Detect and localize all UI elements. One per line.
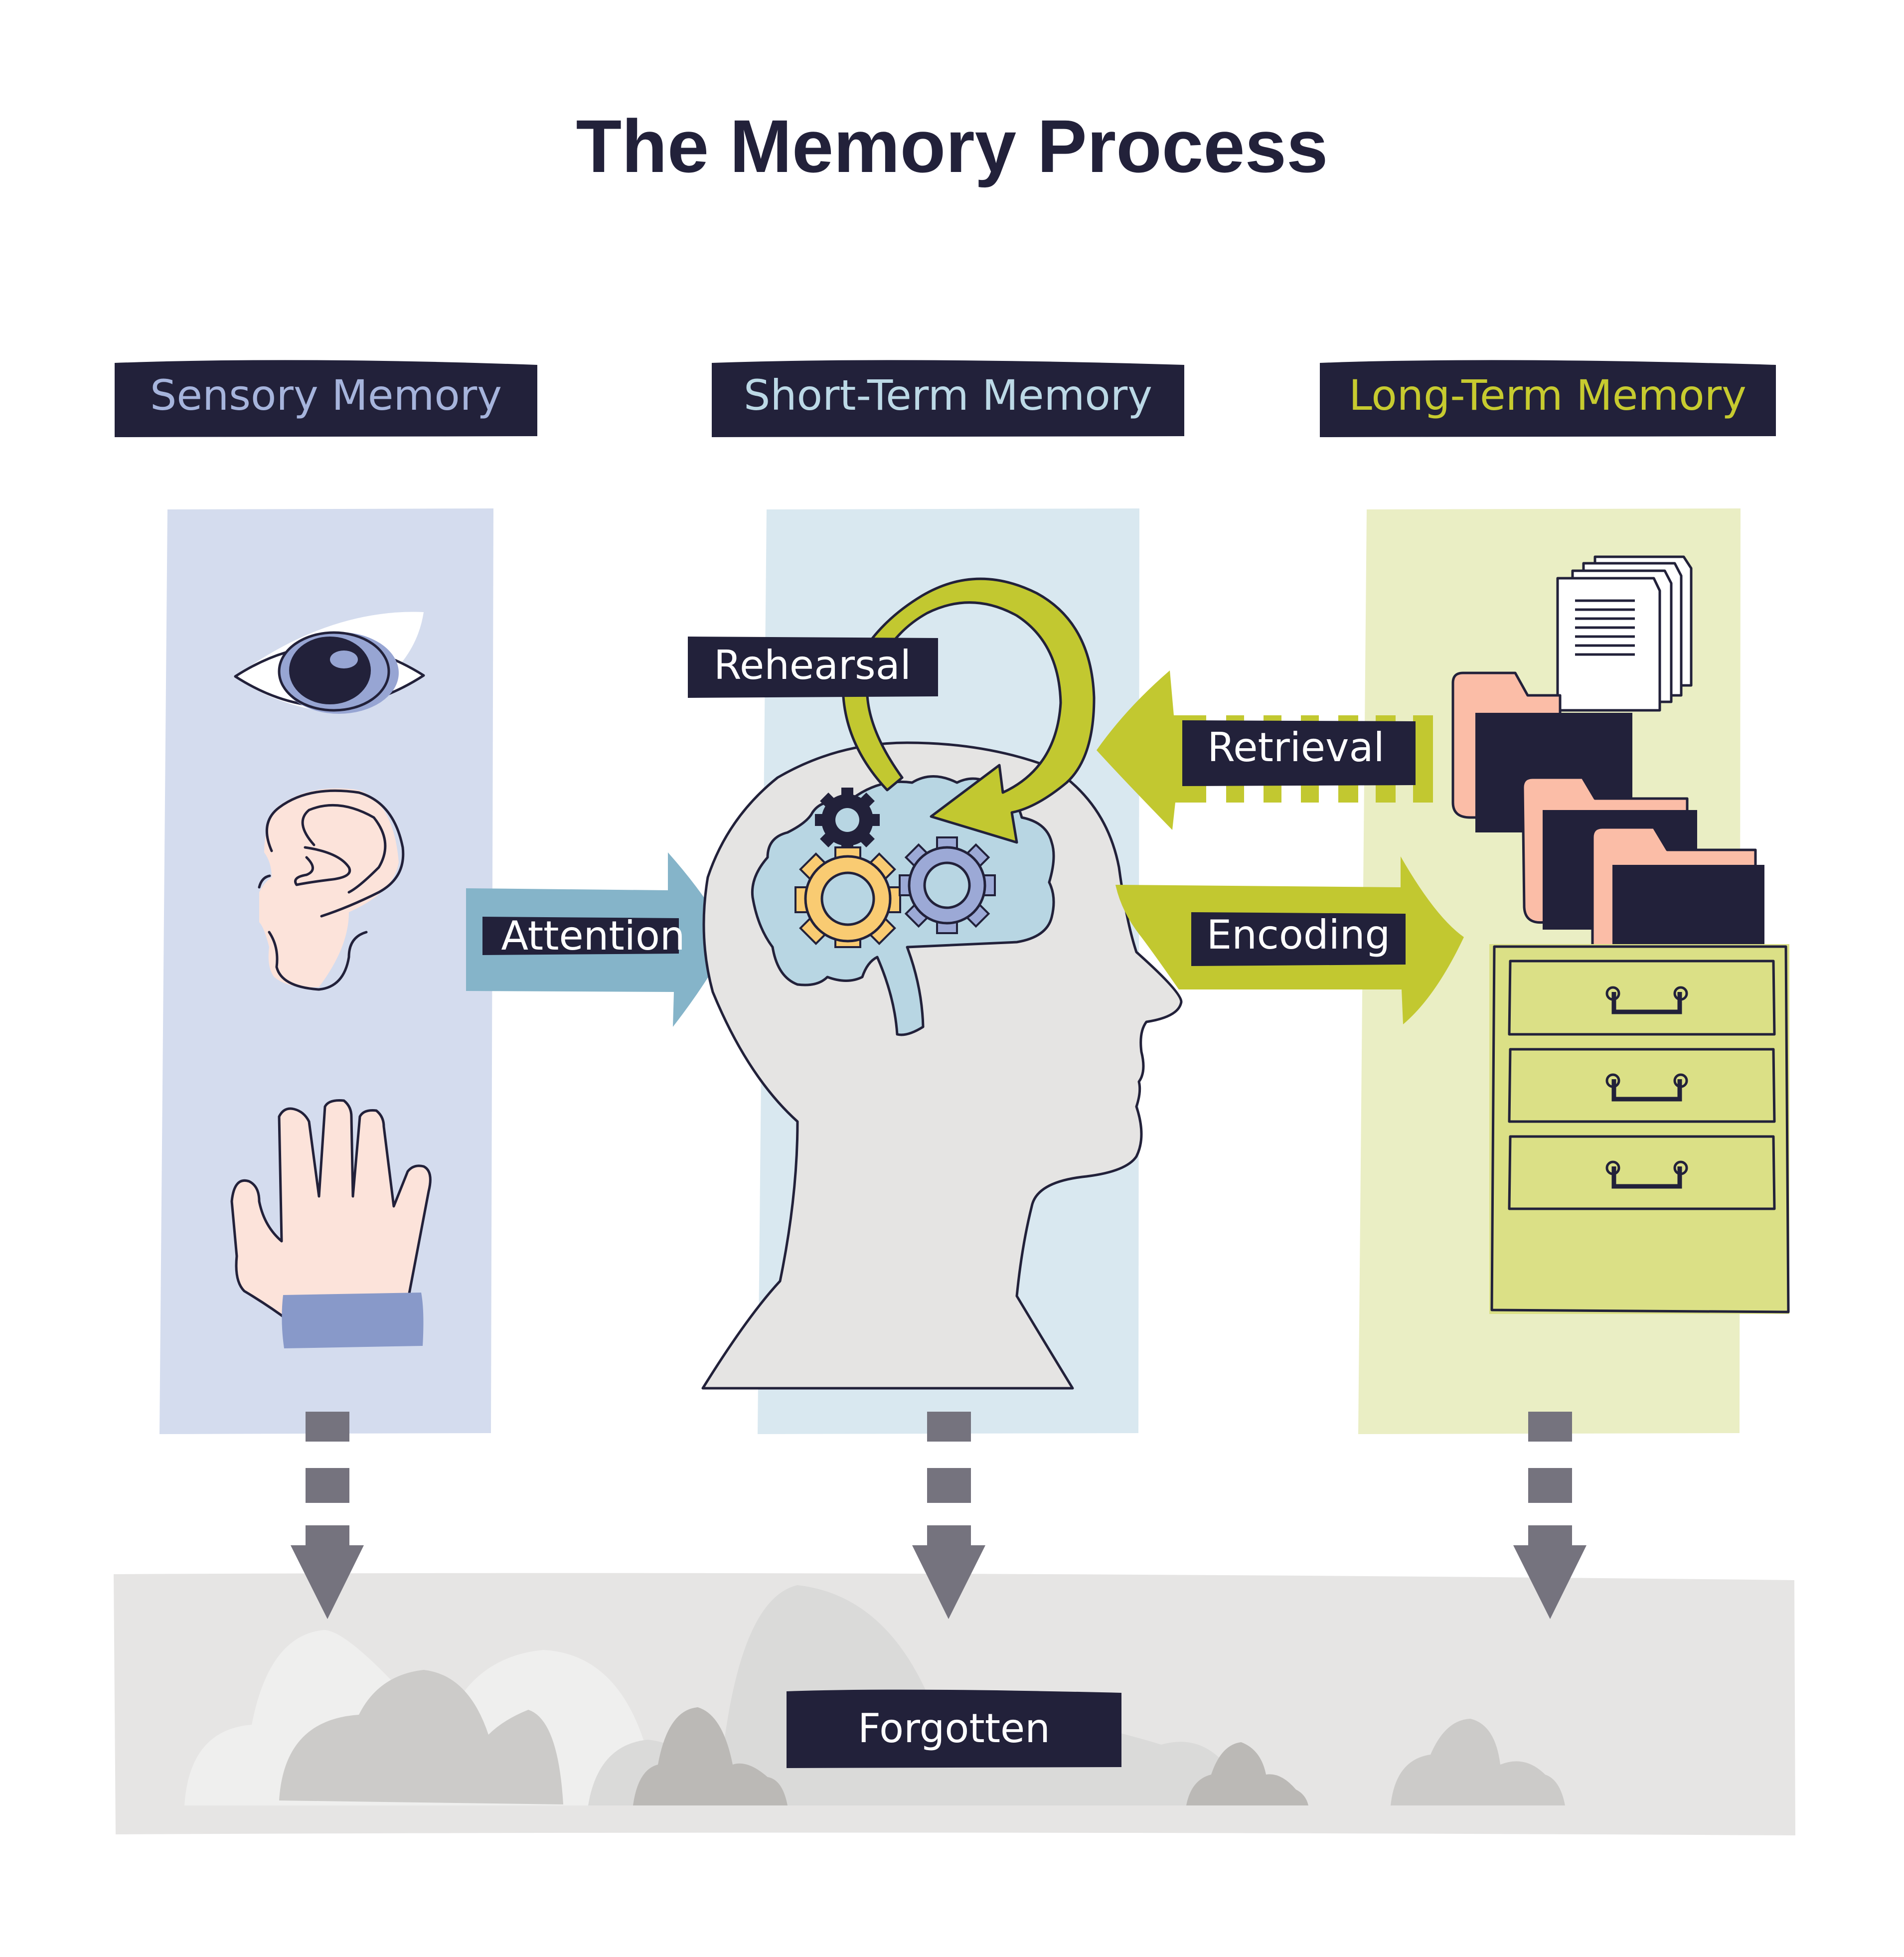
eye-icon — [234, 612, 425, 714]
forget-arrow-short-term — [912, 1412, 985, 1619]
forgotten-area: Forgotten — [114, 1573, 1795, 1835]
hand-icon — [230, 1099, 432, 1348]
stage-header-short-term: Short-Term Memory — [712, 360, 1184, 437]
drawer-handle — [1605, 1160, 1688, 1189]
page-title: The Memory Process — [576, 104, 1328, 188]
document-icon — [1556, 555, 1693, 712]
stage-header-sensory-label: Sensory Memory — [150, 371, 502, 420]
attention-label: Attention — [501, 913, 685, 959]
drawer-handle — [1605, 986, 1688, 1014]
stage-header-short-term-label: Short-Term Memory — [744, 371, 1152, 420]
retrieval-label-box: Retrieval — [1182, 720, 1416, 786]
cloud-icon — [1186, 1742, 1308, 1805]
retrieval-label: Retrieval — [1207, 724, 1385, 771]
drawer-handle — [1605, 1073, 1688, 1102]
filing-cabinet-icon — [1489, 944, 1790, 1314]
encoding-label: Encoding — [1207, 912, 1391, 958]
forgotten-label: Forgotten — [858, 1705, 1050, 1752]
rehearsal-label: Rehearsal — [714, 642, 911, 688]
stage-header-long-term: Long-Term Memory — [1320, 360, 1776, 437]
forget-arrow-sensory — [291, 1412, 364, 1619]
rehearsal-arrow: Rehearsal — [688, 577, 1096, 844]
ear-icon — [258, 788, 405, 991]
folder-icon — [1451, 671, 1764, 951]
cloud-icon — [633, 1707, 788, 1805]
gear-icon-dark — [815, 788, 880, 852]
attention-arrow: Attention — [466, 852, 730, 1027]
gear-icon-purple — [899, 836, 996, 934]
cloud-icon — [1391, 1719, 1565, 1805]
gear-icon-yellow — [794, 846, 901, 948]
stage-header-sensory: Sensory Memory — [115, 360, 537, 437]
stage-header-long-term-label: Long-Term Memory — [1349, 371, 1746, 420]
encoding-arrow: Encoding — [1115, 856, 1464, 1024]
forget-arrow-long-term — [1513, 1412, 1587, 1619]
cloud-icon — [279, 1670, 563, 1804]
